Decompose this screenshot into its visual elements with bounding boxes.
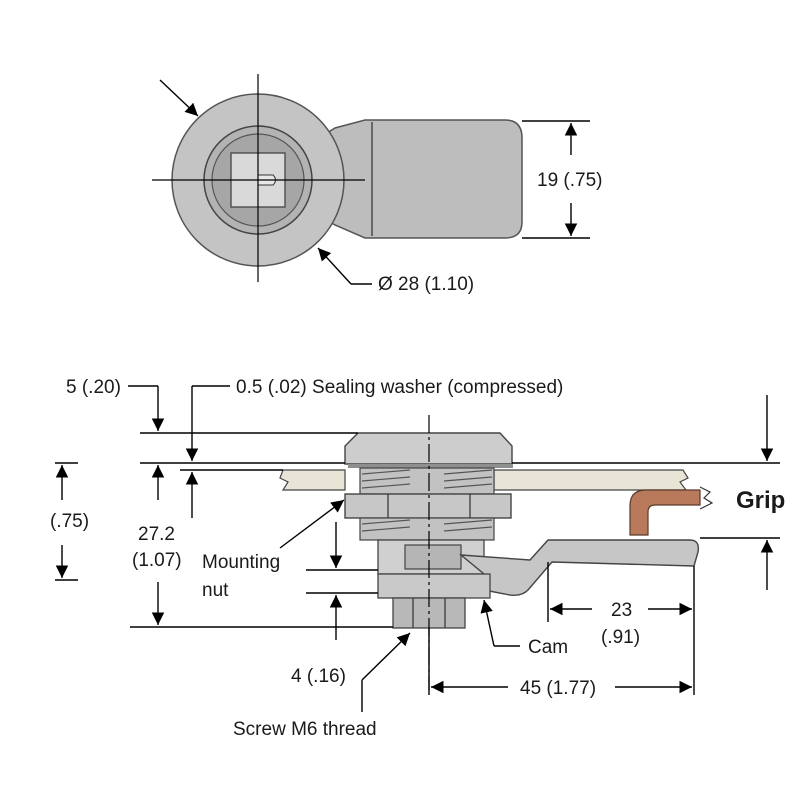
dim-left-partial-label: (.75)	[50, 511, 89, 532]
thread-lines-lower	[361, 519, 493, 532]
screw-label: Screw M6 thread	[233, 719, 377, 740]
grip-break	[699, 486, 714, 510]
dim-washer-label: 0.5 (.02) Sealing washer (compressed)	[236, 377, 563, 398]
cam-lever	[458, 539, 700, 597]
screw-leader-arrow	[361, 632, 411, 681]
diameter-label: Ø 28 (1.10)	[378, 274, 474, 295]
mounting-nut-label-2: nut	[202, 580, 229, 601]
mounting-nut-leader	[279, 499, 345, 549]
sealing-washer	[348, 464, 513, 468]
cam-plate	[377, 573, 491, 599]
dim-body-in-label: (1.07)	[132, 550, 182, 571]
side-view: 5 (.20) 0.5 (.02) Sealing washer (compre…	[50, 377, 785, 740]
height-label: 19 (.75)	[537, 170, 602, 191]
panel-right	[493, 469, 689, 491]
top-view: Ø 28 (1.10) 19 (.75)	[152, 74, 602, 295]
thread-lines-upper	[361, 469, 493, 489]
mounting-nut	[344, 493, 512, 519]
handle-lever-top	[299, 119, 523, 239]
cam-block	[404, 544, 462, 570]
grip-handle	[629, 489, 701, 536]
dim-cam-in-label: (.91)	[601, 627, 640, 648]
panel-left	[279, 469, 346, 491]
cam-label: Cam	[528, 637, 568, 658]
dim-top-left-label: 5 (.20)	[66, 377, 121, 398]
diameter-leader-bottom	[317, 247, 352, 285]
dim-bottom-label: 4 (.16)	[291, 666, 346, 687]
diameter-leader-top	[159, 79, 199, 117]
dim-body-mm-label: 27.2	[138, 524, 175, 545]
dim-length-label: 45 (1.77)	[520, 678, 596, 699]
mounting-nut-label-1: Mounting	[202, 552, 280, 573]
grip-label: Grip	[736, 487, 785, 514]
cam-leader-arrow	[480, 599, 495, 647]
dim-cam-mm-label: 23	[611, 600, 632, 621]
